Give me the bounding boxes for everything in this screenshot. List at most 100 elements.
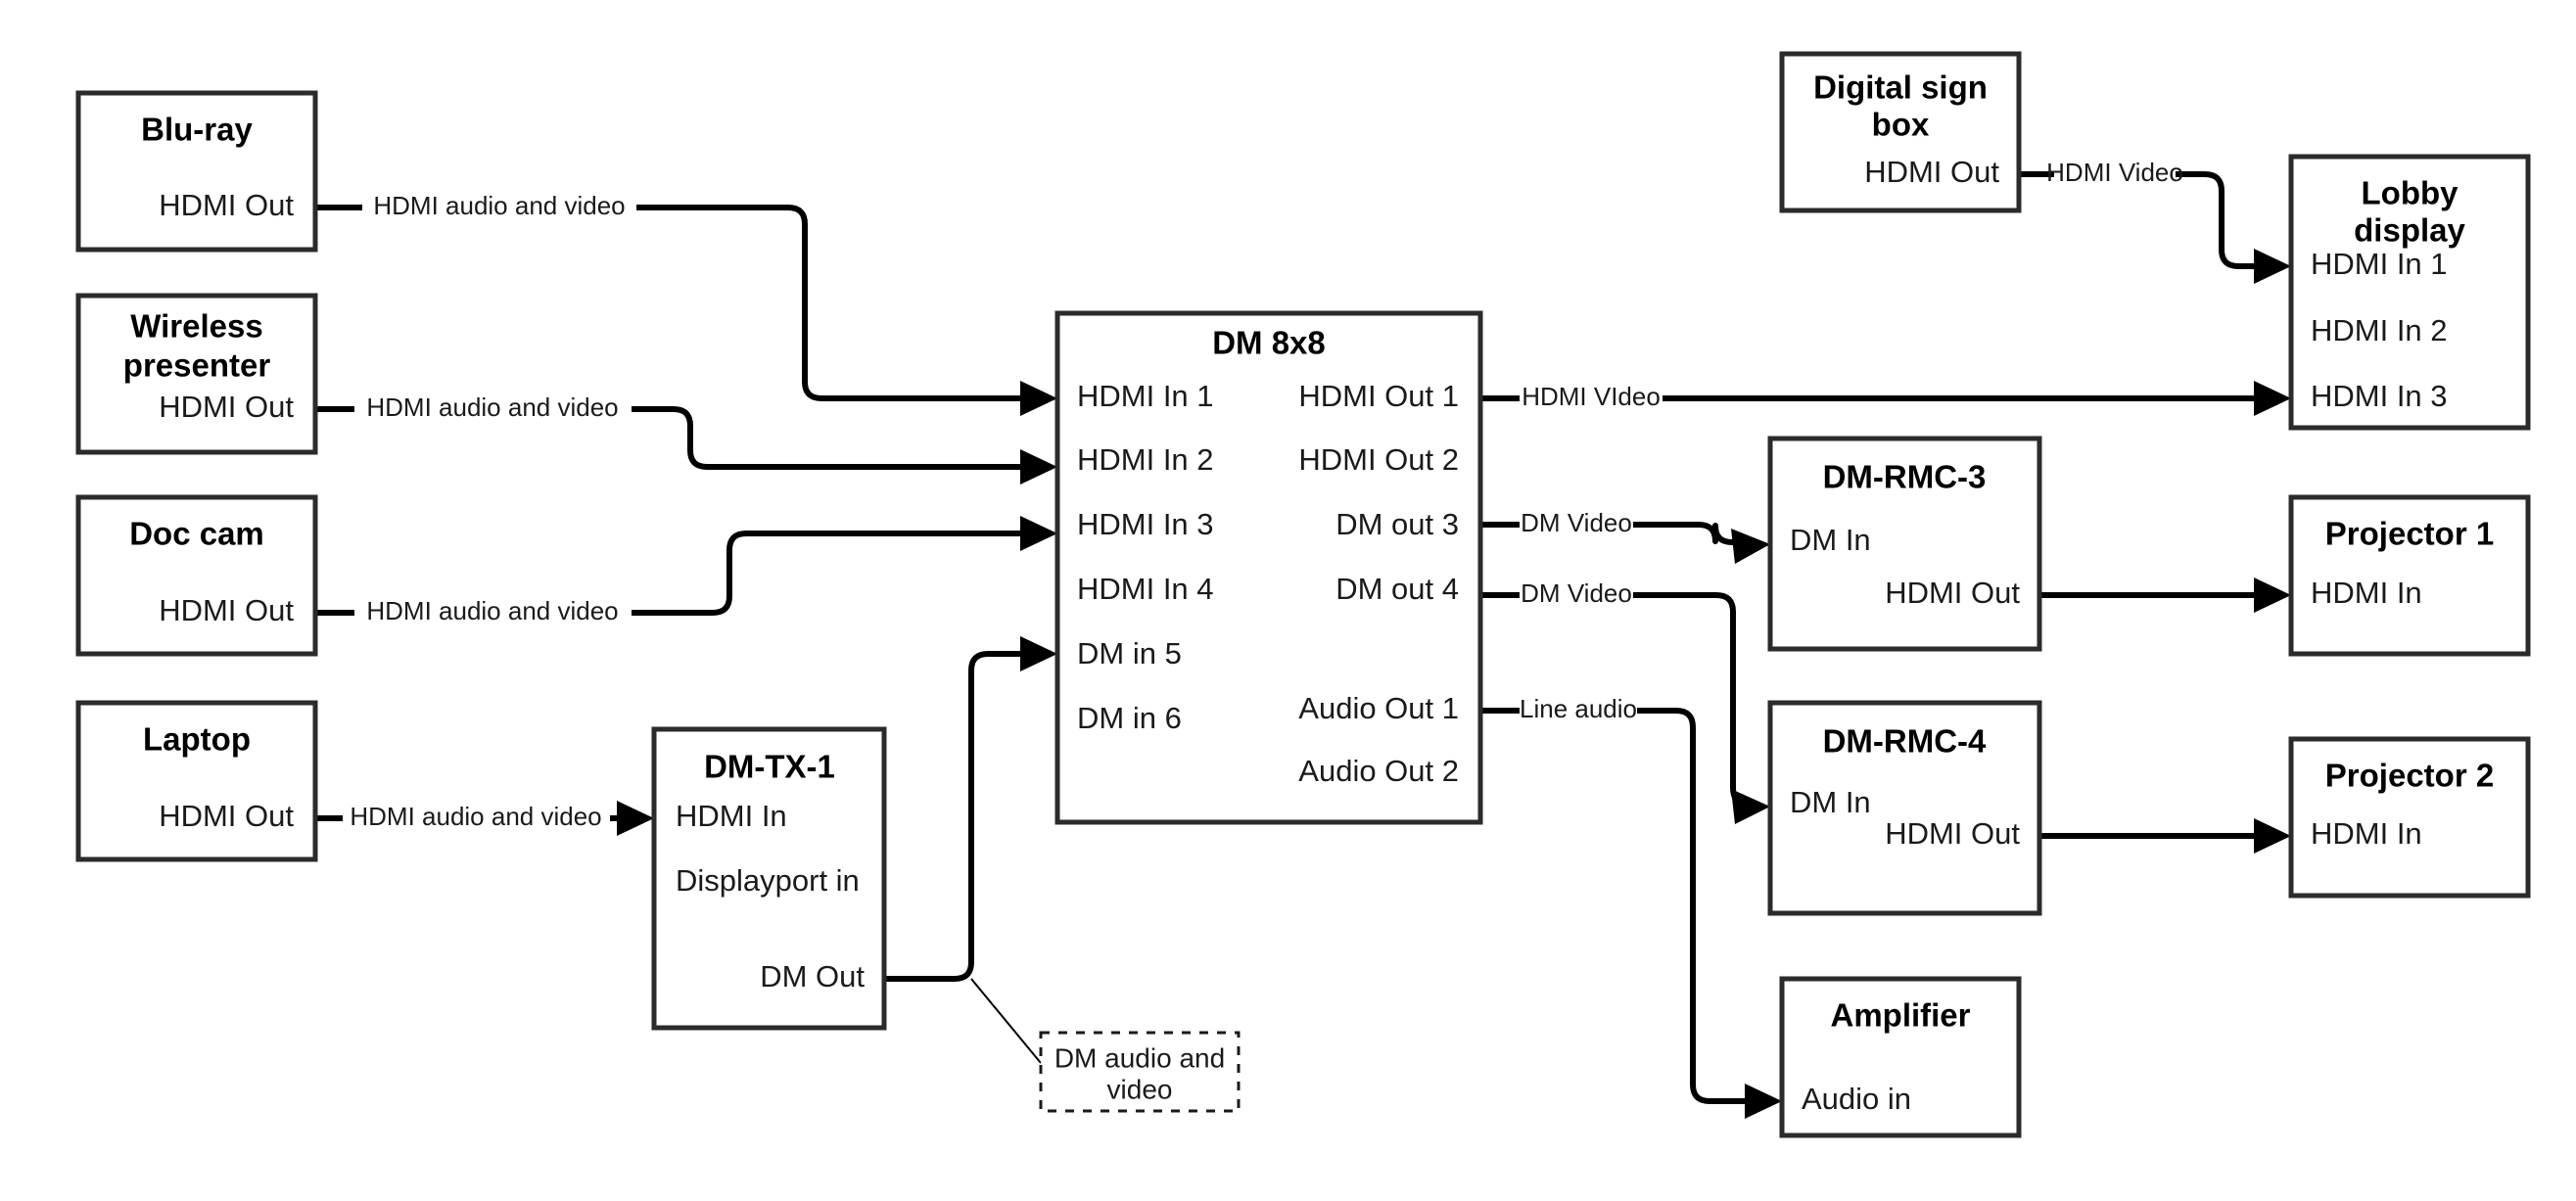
node-amplifier[interactable]: Amplifier Audio in xyxy=(1779,976,2022,1138)
node-blu-ray[interactable]: Blu-ray HDMI Out xyxy=(75,90,318,253)
edge-rmc3-to-proj1 xyxy=(2039,577,2291,613)
edge-sign-to-lobby: HDMI Video xyxy=(2019,158,2291,284)
port-in-hdmi-in-2: HDMI In 2 xyxy=(1077,442,1214,477)
node-box-rect[interactable] xyxy=(1779,976,2022,1138)
port-out-hdmi-out-2: HDMI Out 2 xyxy=(1298,442,1459,477)
node-title-line-2: box xyxy=(1872,107,1930,143)
node-projector-1[interactable]: Projector 1 HDMI In xyxy=(2288,494,2531,657)
arrow-head-icon xyxy=(2254,577,2291,613)
node-title: DM-RMC-4 xyxy=(1823,723,1987,760)
port-out-hdmi-out: HDMI Out xyxy=(1885,576,2020,610)
node-dm-tx-1[interactable]: DM-TX-1 HDMI In Displayport in DM Out xyxy=(651,726,887,1031)
annotation-box-rect xyxy=(1039,1031,1241,1113)
node-title: Laptop xyxy=(143,721,251,758)
node-dm-rmc-4[interactable]: DM-RMC-4 DM In HDMI Out xyxy=(1767,700,2042,916)
arrow-head-icon xyxy=(617,801,654,836)
node-box-rect[interactable] xyxy=(75,90,318,253)
edge-tx-to-dm xyxy=(884,636,1057,982)
port-out-audio-out-1: Audio Out 1 xyxy=(1298,691,1459,725)
port-out-hdmi-out: HDMI Out xyxy=(1864,155,1999,189)
node-box-rect[interactable] xyxy=(651,726,887,1031)
node-dm-rmc-3[interactable]: DM-RMC-3 DM In HDMI Out xyxy=(1767,436,2042,652)
port-in-hdmi-in-2: HDMI In 2 xyxy=(2311,313,2448,347)
node-box-rect[interactable] xyxy=(2288,736,2531,899)
node-box-rect[interactable] xyxy=(75,700,318,862)
node-box-rect[interactable] xyxy=(2288,154,2531,431)
node-projector-2[interactable]: Projector 2 HDMI In xyxy=(2288,736,2531,899)
edge-label: HDMI Video xyxy=(2046,158,2183,187)
arrow-head-icon xyxy=(1745,1084,1782,1119)
node-laptop[interactable]: Laptop HDMI Out xyxy=(75,700,318,862)
node-title: Blu-ray xyxy=(141,112,253,148)
node-title: DM-RMC-3 xyxy=(1823,459,1987,495)
edge-label: Line audio xyxy=(1520,694,1637,723)
port-out-dm-out-3: DM out 3 xyxy=(1335,507,1459,541)
port-out-hdmi-out-1: HDMI Out 1 xyxy=(1298,379,1459,413)
node-title-line-1: Wireless xyxy=(130,308,262,345)
node-box-rect[interactable] xyxy=(1779,51,2022,213)
port-out-hdmi-out: HDMI Out xyxy=(159,593,294,627)
node-box-rect[interactable] xyxy=(75,494,318,657)
arrow-head-icon xyxy=(1020,636,1057,671)
edge-doccam-to-dm: HDMI audio and video xyxy=(315,516,1057,625)
edge-wireless-to-dm: HDMI audio and video xyxy=(315,393,1057,485)
node-title-line-2: display xyxy=(2354,212,2465,249)
edge-path xyxy=(2176,171,2264,269)
edge-bluray-to-dm: HDMI audio and video xyxy=(315,191,1057,416)
node-title: Doc cam xyxy=(129,516,264,552)
edge-path xyxy=(632,406,1030,470)
port-out-hdmi-out: HDMI Out xyxy=(159,188,294,222)
port-in-hdmi-in-3: HDMI In 3 xyxy=(2311,379,2448,413)
arrow-head-icon xyxy=(1020,516,1057,551)
node-box-rect[interactable] xyxy=(75,293,318,455)
port-out-dm-out: DM Out xyxy=(760,959,865,993)
edge-dm-dmout3-to-rmc3: DM Video xyxy=(1480,508,1770,564)
port-in-displayport-in: Displayport in xyxy=(676,863,860,898)
node-title: Projector 1 xyxy=(2325,516,2494,552)
node-wireless-presenter[interactable]: Wireless presenter HDMI Out xyxy=(75,293,318,455)
node-doc-cam[interactable]: Doc cam HDMI Out xyxy=(75,494,318,657)
port-in-hdmi-in-1: HDMI In 1 xyxy=(1077,379,1214,413)
port-out-dm-out-4: DM out 4 xyxy=(1335,572,1459,606)
node-title: DM 8x8 xyxy=(1212,325,1326,361)
port-out-hdmi-out: HDMI Out xyxy=(1885,816,2020,851)
arrow-head-icon xyxy=(2254,381,2291,416)
edge-dm-dmout4-to-rmc4: DM Video xyxy=(1480,578,1770,824)
node-title: Projector 2 xyxy=(2325,758,2494,794)
arrow-head-icon xyxy=(2254,818,2291,854)
port-in-hdmi-in-1: HDMI In 1 xyxy=(2311,247,2448,281)
port-in-dm-in-5: DM in 5 xyxy=(1077,636,1182,670)
arrow-head-icon xyxy=(1731,789,1770,824)
edge-label: HDMI VIdeo xyxy=(1522,382,1661,411)
node-box-rect[interactable] xyxy=(1054,310,1483,825)
edge-laptop-to-tx: HDMI audio and video xyxy=(315,801,654,836)
node-box-rect[interactable] xyxy=(1767,436,2042,652)
node-digital-sign-box[interactable]: Digital sign box HDMI Out xyxy=(1779,51,2022,213)
port-in-hdmi-in: HDMI In xyxy=(2311,576,2422,610)
port-out-hdmi-out: HDMI Out xyxy=(159,390,294,424)
edge-dm-hdmiout1-to-lobby: HDMI VIdeo xyxy=(1480,381,2291,416)
node-title-line-2: presenter xyxy=(123,347,271,384)
port-in-dm-in: DM In xyxy=(1790,785,1871,819)
edge-path xyxy=(632,531,1030,616)
node-box-rect[interactable] xyxy=(2288,494,2531,657)
port-in-dm-in-6: DM in 6 xyxy=(1077,701,1182,735)
port-out-audio-out-2: Audio Out 2 xyxy=(1298,754,1459,788)
node-lobby-display[interactable]: Lobby display HDMI In 1 HDMI In 2 HDMI I… xyxy=(2288,154,2531,431)
arrow-head-icon xyxy=(1020,449,1057,485)
edge-label: HDMI audio and video xyxy=(366,596,618,625)
port-in-dm-in: DM In xyxy=(1790,523,1871,557)
node-box-rect[interactable] xyxy=(1767,700,2042,916)
node-dm-8x8[interactable]: DM 8x8 HDMI In 1 HDMI In 2 HDMI In 3 HDM… xyxy=(1054,310,1483,825)
edge-label: HDMI audio and video xyxy=(373,191,625,220)
edge-label: DM Video xyxy=(1521,508,1632,537)
edge-label: DM Video xyxy=(1521,578,1632,608)
edge-label: HDMI audio and video xyxy=(366,393,618,422)
annotation-dm-audio-and-video: DM audio and video xyxy=(1039,1031,1241,1113)
port-in-hdmi-in: HDMI In xyxy=(2311,816,2422,851)
arrow-head-icon xyxy=(1731,529,1770,564)
edge-path xyxy=(884,651,1030,982)
edge-label: HDMI audio and video xyxy=(350,802,601,831)
annotation-label-line-2: video xyxy=(1107,1074,1173,1104)
